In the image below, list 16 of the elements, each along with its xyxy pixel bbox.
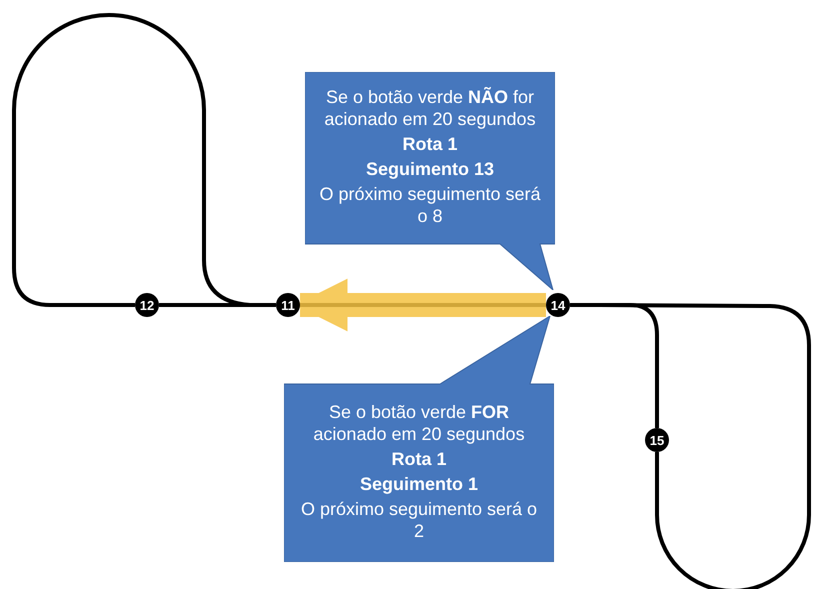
callout-text: Rota 1 [391, 448, 446, 470]
speech-callout [284, 316, 554, 562]
segment-marker: 15 [645, 428, 669, 452]
callout-text: O próximo seguimento será o 8 [319, 183, 541, 227]
callout-text: Seguimento 13 [366, 158, 494, 180]
speech-callout [305, 72, 555, 290]
callout-text: Rota 1 [402, 133, 458, 155]
track-line [570, 303, 659, 428]
callout-text: Se o botão verde FOR acionado em 20 segundos [312, 401, 526, 445]
segment-marker: 12 [135, 293, 159, 317]
segment-marker: 11 [276, 293, 300, 317]
callout-text: O próximo seguimento será o 2 [300, 498, 538, 542]
track-line [159, 303, 276, 307]
callout-text: Se o botão verde NÃO for acionado em 20 segundos [323, 86, 537, 130]
segment-marker: 14 [546, 293, 570, 317]
callout-text: Seguimento 1 [360, 473, 478, 495]
